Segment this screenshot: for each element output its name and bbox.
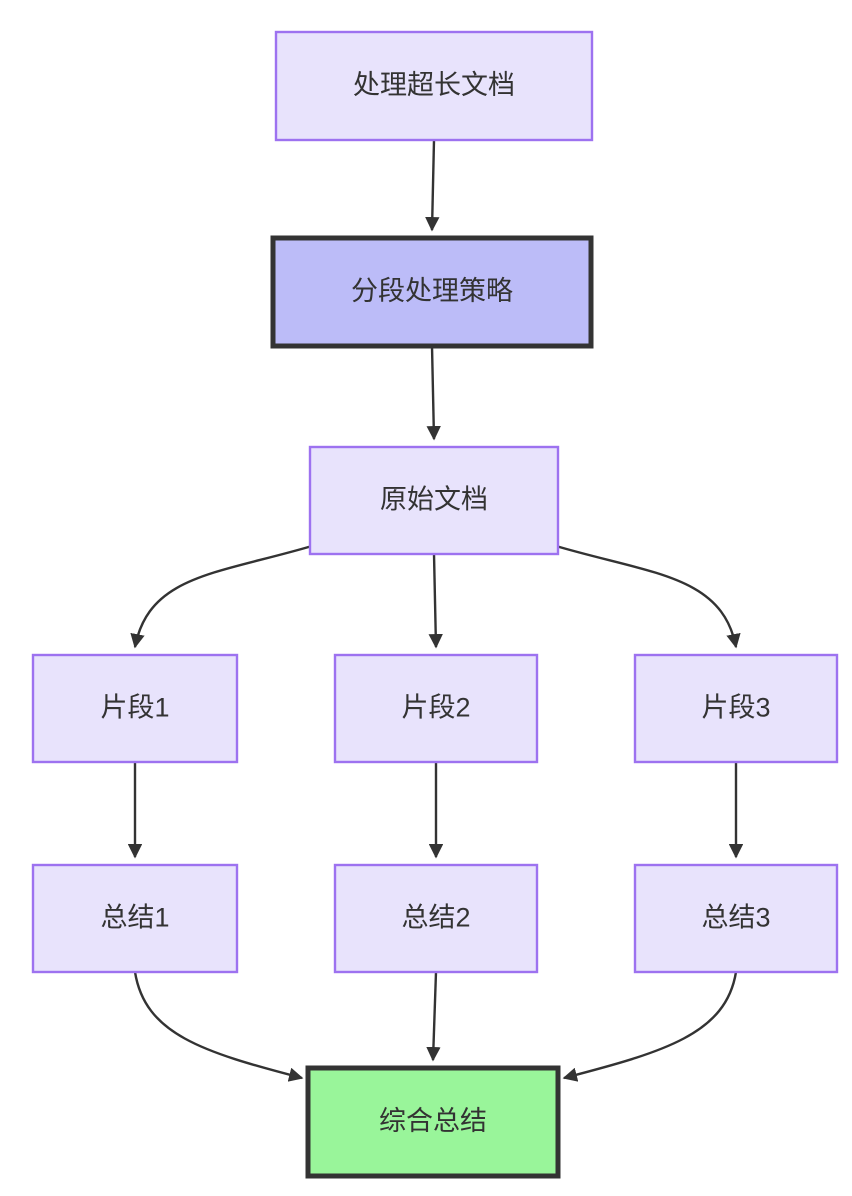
node-label: 总结3 <box>701 903 770 933</box>
node-n3[interactable]: 原始文档 <box>308 445 560 556</box>
edge-n9-to-n10 <box>562 971 738 1082</box>
edge-n2-to-n3 <box>426 345 441 441</box>
node-box[interactable] <box>308 445 560 556</box>
node-box[interactable] <box>633 863 839 974</box>
node-box[interactable] <box>274 30 594 142</box>
edge-n3-to-n4 <box>130 544 313 649</box>
node-n7[interactable]: 总结1 <box>31 863 239 974</box>
edge-n8-to-n10 <box>426 971 441 1062</box>
edge-n1-to-n2 <box>425 139 440 232</box>
edge-n7-to-n10 <box>133 971 304 1082</box>
node-label: 片段1 <box>100 693 169 723</box>
node-label: 总结1 <box>100 903 169 933</box>
node-n2[interactable]: 分段处理策略 <box>270 235 594 349</box>
edge-n3-to-n6 <box>555 544 741 649</box>
node-label: 片段3 <box>701 693 770 723</box>
edge-n3-to-n5 <box>428 553 443 649</box>
node-label: 总结2 <box>401 903 470 933</box>
node-box[interactable] <box>31 863 239 974</box>
node-label: 分段处理策略 <box>351 276 513 306</box>
node-label: 片段2 <box>401 693 470 723</box>
node-label: 处理超长文档 <box>353 70 515 100</box>
node-n9[interactable]: 总结3 <box>633 863 839 974</box>
node-n1[interactable]: 处理超长文档 <box>274 30 594 142</box>
node-n5[interactable]: 片段2 <box>333 653 539 764</box>
node-box[interactable] <box>31 653 239 764</box>
node-box[interactable] <box>333 653 539 764</box>
node-box[interactable] <box>633 653 839 764</box>
node-n10[interactable]: 综合总结 <box>305 1065 561 1179</box>
node-n6[interactable]: 片段3 <box>633 653 839 764</box>
node-box[interactable] <box>270 235 594 349</box>
edges-layer <box>127 139 744 1082</box>
node-label: 原始文档 <box>380 485 488 515</box>
node-n4[interactable]: 片段1 <box>31 653 239 764</box>
node-label: 综合总结 <box>379 1106 487 1136</box>
node-box[interactable] <box>333 863 539 974</box>
node-box[interactable] <box>305 1065 561 1179</box>
node-n8[interactable]: 总结2 <box>333 863 539 974</box>
